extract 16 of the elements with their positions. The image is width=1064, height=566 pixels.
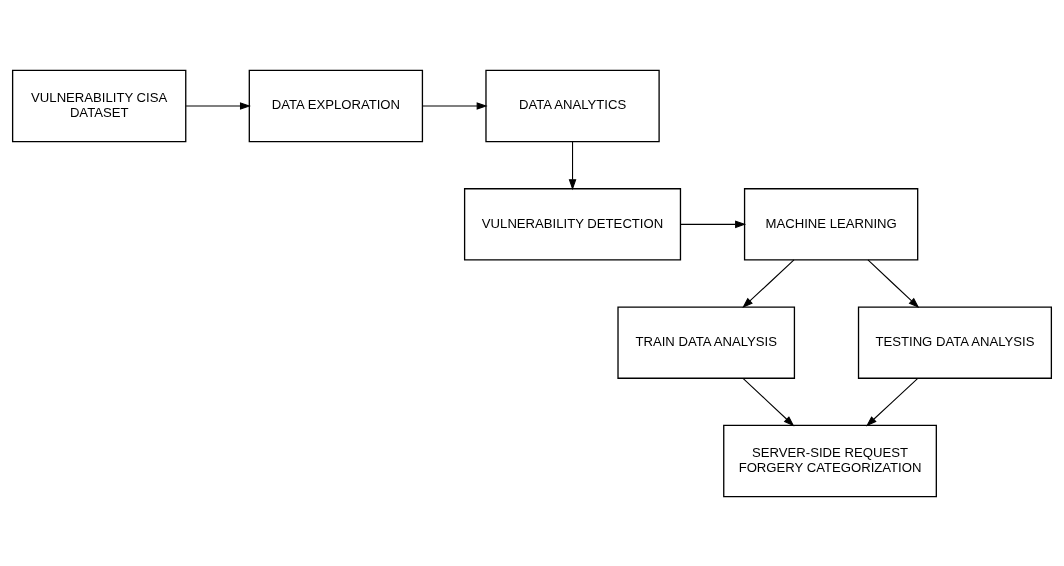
arrow [866,377,919,426]
arrow [867,258,920,308]
node-box: VULNERABILITY CISA DATASET [11,69,187,142]
arrow [742,258,795,308]
node-box: VULNERABILITY DETECTION [463,187,682,261]
node-box: MACHINE LEARNING [743,187,919,261]
node-box: TESTING DATA ANALYSIS [857,305,1053,379]
arrow [422,101,488,110]
arrow [185,101,251,110]
arrow [568,140,577,190]
node-box: DATA ANALYTICS [485,69,660,142]
node-box: DATA EXPLORATION [248,69,424,142]
arrow [742,377,795,426]
node-box: SERVER-SIDE REQUEST FORGERY CATEGORIZATION [723,424,937,497]
node-box: TRAIN DATA ANALYSIS [617,305,796,379]
arrow [680,220,747,228]
